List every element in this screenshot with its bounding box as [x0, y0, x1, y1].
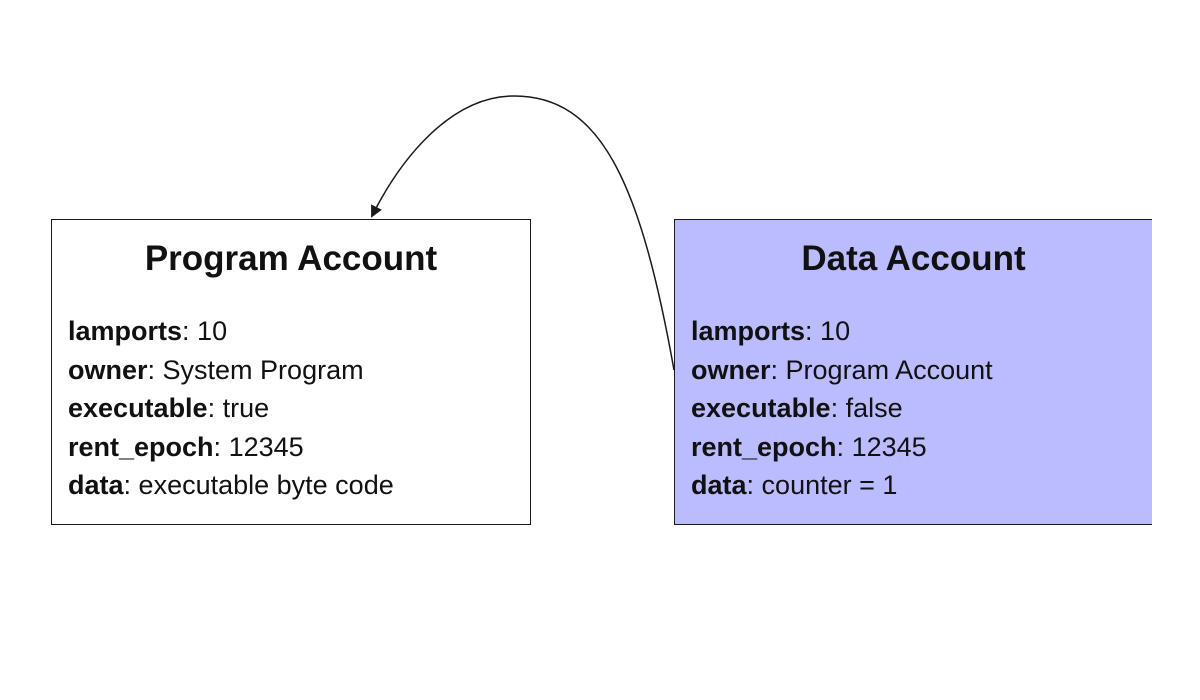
- data-field-executable: executable: false: [691, 393, 903, 423]
- program-field-rent-epoch: rent_epoch: 12345: [68, 431, 304, 462]
- field-key: owner: [691, 354, 771, 385]
- field-value: executable byte code: [138, 470, 394, 500]
- data-field-lamports: lamports: 10: [691, 316, 851, 346]
- owner-arrow-path: [371, 95, 675, 371]
- program-field-executable: executable: true: [68, 393, 270, 423]
- field-value: System Program: [162, 354, 364, 385]
- data-field-rent-epoch: rent_epoch: 12345: [691, 431, 927, 462]
- field-value: counter = 1: [761, 470, 898, 500]
- program-account-box: Program Account lamports: 10 owner: Syst…: [51, 219, 531, 525]
- field-value: 12345: [228, 431, 304, 462]
- field-key: owner: [68, 354, 148, 385]
- program-field-data: data: executable byte code: [68, 470, 394, 500]
- data-account-box: Data Account lamports: 10 owner: Program…: [674, 219, 1152, 525]
- field-key: lamports: [691, 316, 806, 346]
- program-field-owner: owner: System Program: [68, 354, 364, 385]
- data-field-owner: owner: Program Account: [691, 354, 993, 385]
- field-value: true: [222, 393, 270, 423]
- field-key: data: [68, 470, 124, 500]
- field-value: 10: [820, 316, 851, 346]
- field-value: false: [845, 393, 903, 423]
- field-value: Program Account: [785, 354, 993, 385]
- data-field-data: data: counter = 1: [691, 470, 898, 500]
- field-key: executable: [68, 393, 208, 423]
- field-value: 12345: [851, 431, 927, 462]
- program-field-lamports: lamports: 10: [68, 316, 228, 346]
- data-account-title: Data Account: [801, 239, 1026, 278]
- program-account-title: Program Account: [144, 239, 438, 278]
- field-key: executable: [691, 393, 831, 423]
- field-key: data: [691, 470, 747, 500]
- program-account-fields: lamports: 10 owner: System Program execu…: [68, 312, 514, 505]
- field-value: 10: [197, 316, 228, 346]
- field-key: lamports: [68, 316, 183, 346]
- data-account-fields: lamports: 10 owner: Program Account exec…: [691, 312, 1136, 505]
- field-key: rent_epoch: [691, 431, 837, 462]
- field-key: rent_epoch: [68, 431, 214, 462]
